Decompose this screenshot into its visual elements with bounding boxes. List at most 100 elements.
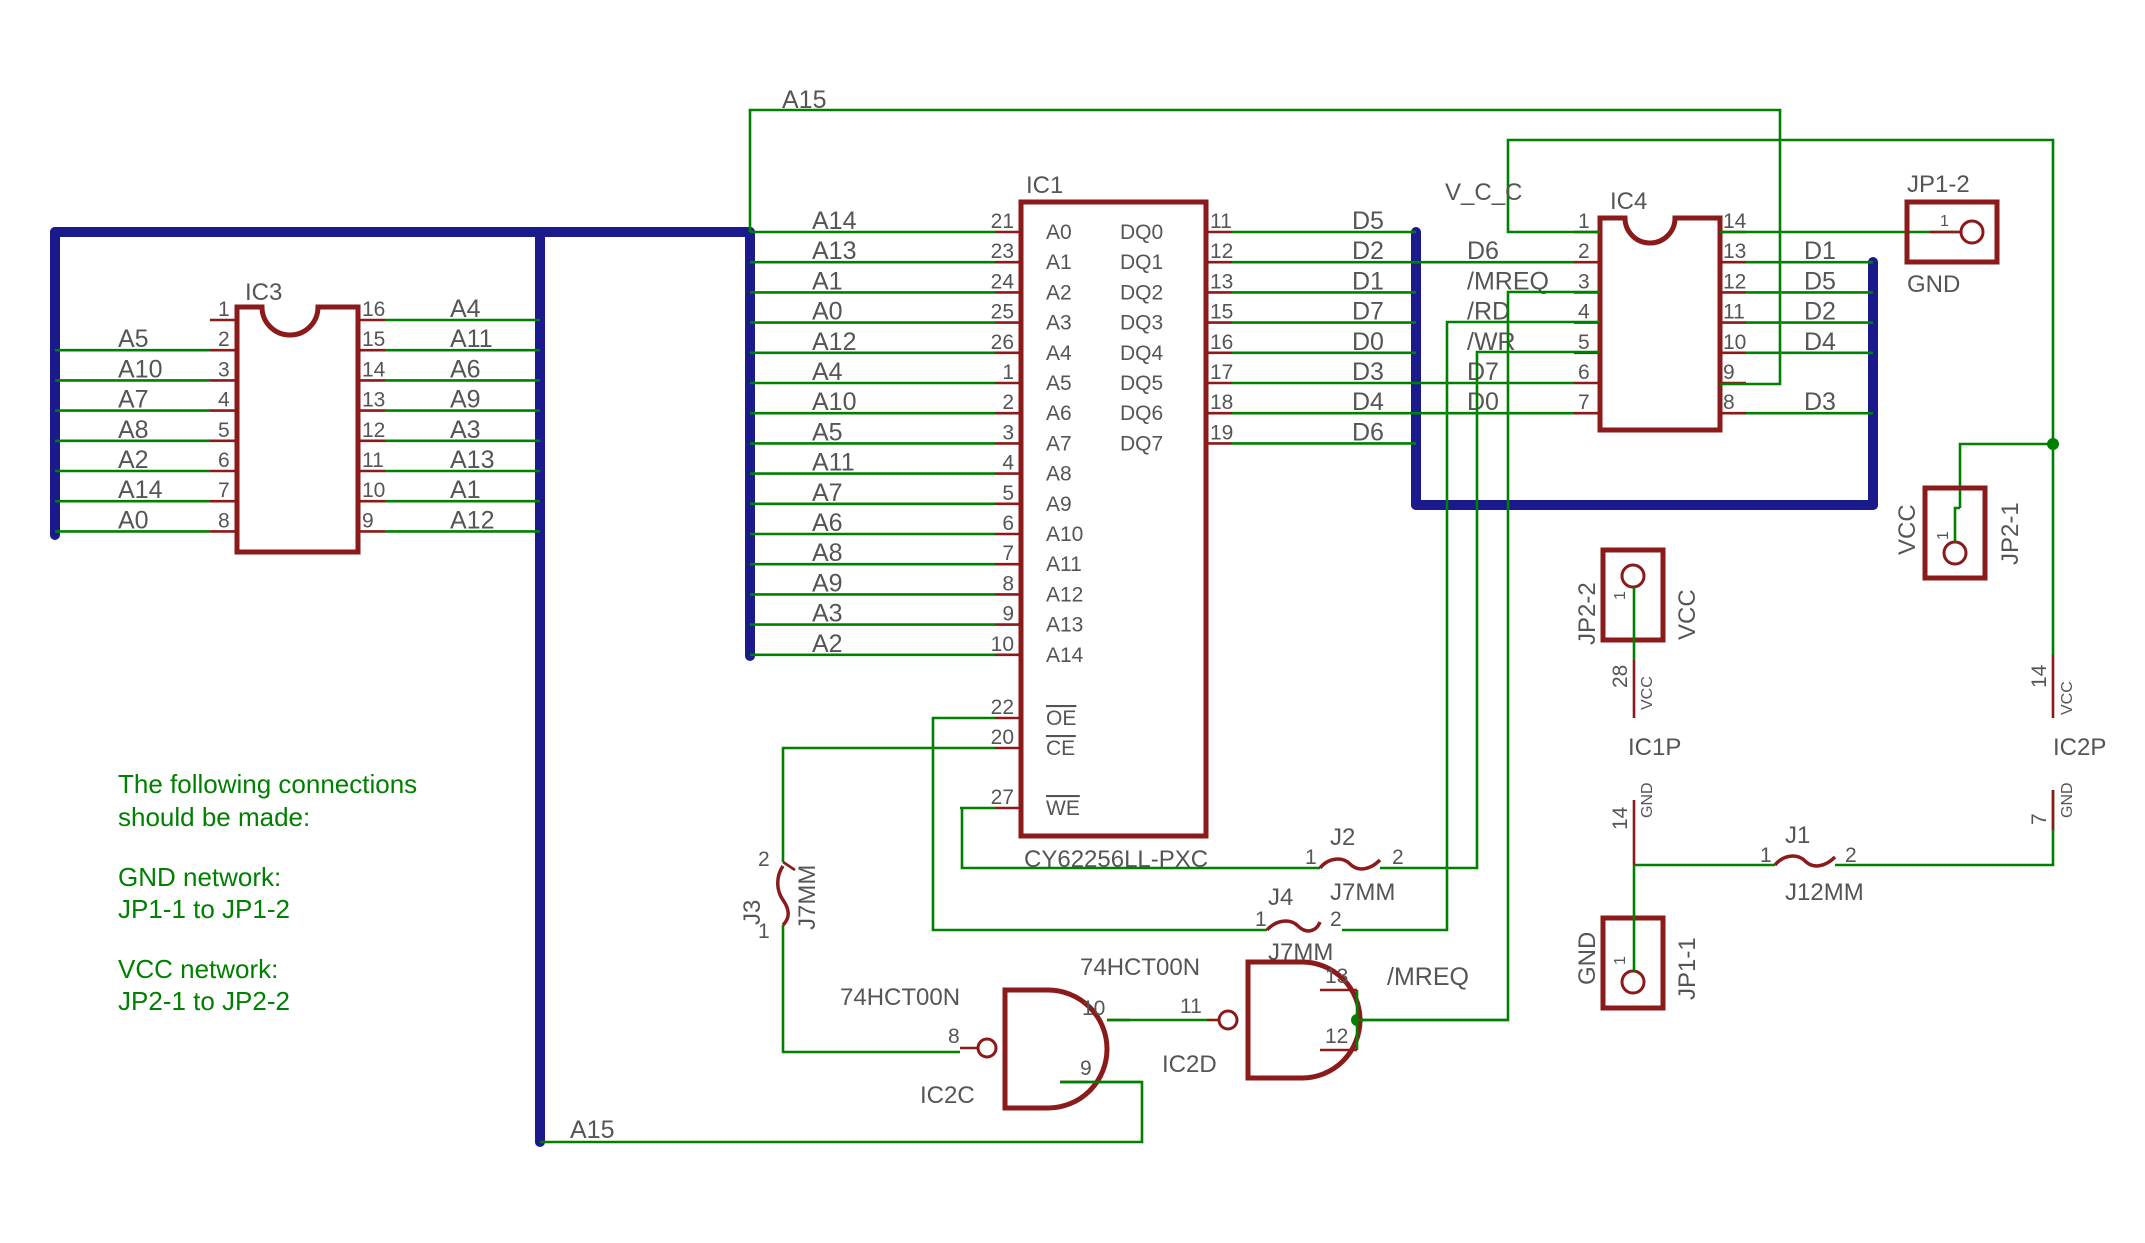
ic1-pin-number: 13 <box>1210 270 1233 293</box>
svg-text:J7MM: J7MM <box>794 865 821 930</box>
ic4-pin-number: 6 <box>1578 361 1590 384</box>
ic4-pin-number: 13 <box>1723 240 1746 263</box>
svg-text:IC1: IC1 <box>1026 172 1063 199</box>
ic1-pin-number: 3 <box>1002 421 1014 444</box>
ic1-pin-number: 27 <box>991 786 1014 809</box>
svg-text:IC1P: IC1P <box>1628 734 1681 761</box>
ic3-pin-number: 5 <box>218 419 230 442</box>
svg-text:2: 2 <box>758 848 770 871</box>
ic3-pin-number: 7 <box>218 479 230 502</box>
ic1-net-label: D7 <box>1352 298 1384 326</box>
ic1-ctrl-wires <box>781 716 1320 932</box>
svg-text:V_C_C: V_C_C <box>1445 179 1522 206</box>
ic1-pin-function: DQ2 <box>1120 281 1163 304</box>
ic1-pin-function: DQ0 <box>1120 221 1163 244</box>
ic3-net-label: A14 <box>118 476 163 504</box>
ic1-pin-function: DQ1 <box>1120 251 1163 274</box>
ic3-pin-number: 11 <box>362 449 384 472</box>
svg-text:1: 1 <box>1305 846 1317 869</box>
svg-text:14: 14 <box>1609 806 1632 830</box>
connection-note: The following connections should be made… <box>118 769 417 1016</box>
ic1-pin-number: 1 <box>1002 361 1014 384</box>
ic4-net-label: D0 <box>1467 388 1499 416</box>
ic1-net-label: A7 <box>812 479 843 507</box>
ic3-net-label: A10 <box>118 355 162 383</box>
ic1-pin-function: A9 <box>1046 493 1072 516</box>
svg-text:13: 13 <box>1325 965 1348 988</box>
svg-text:1: 1 <box>758 920 770 943</box>
svg-text:JP2-1 to JP2-2: JP2-1 to JP2-2 <box>118 986 290 1016</box>
svg-text:12: 12 <box>1325 1025 1348 1048</box>
svg-text:J3: J3 <box>739 900 766 925</box>
rd-wr-mreq-wires: /MREQ <box>1342 290 1600 1026</box>
ic4-pin-number: 10 <box>1723 331 1746 354</box>
svg-text:28: 28 <box>1609 665 1632 688</box>
ic1-pin-function: OE <box>1046 707 1076 730</box>
ic1-net-label: A8 <box>812 539 843 567</box>
svg-text:IC2C: IC2C <box>920 1082 975 1109</box>
ic1-pin-number: 22 <box>991 696 1014 719</box>
ic1-pin-number: 25 <box>991 301 1014 324</box>
power-ic1p: VCC 28 GND 14 IC1P <box>1609 660 1681 865</box>
ic3-pin-number: 10 <box>362 479 385 502</box>
ic4-pin-number: 1 <box>1578 210 1590 233</box>
svg-text:GND: GND <box>2059 782 2076 818</box>
j3-to-gate-wire <box>781 925 960 1054</box>
ic1-pin-number: 5 <box>1002 482 1014 505</box>
ic1-pin-function: A5 <box>1046 372 1072 395</box>
svg-text:VCC: VCC <box>1674 589 1701 640</box>
ic1-net-label: A11 <box>812 449 855 477</box>
ic1-net-label: D1 <box>1352 267 1384 295</box>
svg-text:7: 7 <box>2028 813 2051 825</box>
svg-text:JP1-2: JP1-2 <box>1907 171 1970 198</box>
ic3-net-label: A0 <box>118 506 149 534</box>
svg-text:IC4: IC4 <box>1610 188 1647 215</box>
svg-text:74HCT00N: 74HCT00N <box>840 984 960 1011</box>
ic4-pin-number: 12 <box>1723 270 1746 293</box>
ic1-pin-function: A12 <box>1046 583 1083 606</box>
svg-text:J12MM: J12MM <box>1785 879 1864 906</box>
svg-text:GND: GND <box>1907 271 1960 298</box>
ic4-pin-number: 4 <box>1578 301 1590 324</box>
jumper-j3: 2 1 J3 J7MM <box>739 848 821 943</box>
ic4-pin-number: 14 <box>1723 210 1747 233</box>
svg-text:IC3: IC3 <box>245 279 282 306</box>
ic3-net-label: A5 <box>118 325 149 353</box>
svg-text:2: 2 <box>1392 846 1404 869</box>
svg-text:1: 1 <box>1940 213 1949 230</box>
svg-text:JP1-1: JP1-1 <box>1674 937 1701 1000</box>
ic1-net-label: D5 <box>1352 207 1384 235</box>
ic1-pin-number: 23 <box>991 240 1014 263</box>
ic1-net-label: A9 <box>812 569 843 597</box>
ic1-pin-function: CE <box>1046 737 1075 760</box>
ic1-net-label: D4 <box>1352 388 1384 416</box>
svg-text:JP1-1 to JP1-2: JP1-1 to JP1-2 <box>118 894 290 924</box>
ic3-pin-number: 9 <box>362 509 374 532</box>
ic1-pin-function: A1 <box>1046 251 1072 274</box>
svg-text:GND: GND <box>1574 932 1601 985</box>
ic1-pin-number: 26 <box>991 331 1014 354</box>
ic4-pin-number: 3 <box>1578 270 1590 293</box>
nand-gate-ic2d: 11 13 12 74HCT00N IC2D <box>1080 954 1508 1081</box>
svg-text:should be made:: should be made: <box>118 802 310 832</box>
ic1-pin-number: 24 <box>991 270 1015 293</box>
ic1-pin-function: A13 <box>1046 614 1083 637</box>
ic1-pin-number: 17 <box>1210 361 1233 384</box>
ic3-pin-number: 3 <box>218 358 230 381</box>
ic1-net-label: A5 <box>812 418 843 446</box>
ic1-pin-function: A6 <box>1046 402 1072 425</box>
jumper-j2: 1 2 J2 J7MM <box>1305 824 1404 906</box>
ic3-pin-number: 2 <box>218 328 230 351</box>
ic3-net-label: A8 <box>118 416 149 444</box>
ic1-pin-function: DQ6 <box>1120 402 1163 425</box>
svg-text:VCC network:: VCC network: <box>118 954 278 984</box>
ic1-net-label: A1 <box>812 267 843 295</box>
ic1-net-label: A10 <box>812 388 856 416</box>
ic4-pin-number: 2 <box>1578 240 1590 263</box>
svg-text:VCC: VCC <box>1894 504 1921 555</box>
ic1-pin-function: DQ5 <box>1120 372 1163 395</box>
ic1-net-label: D0 <box>1352 328 1384 356</box>
